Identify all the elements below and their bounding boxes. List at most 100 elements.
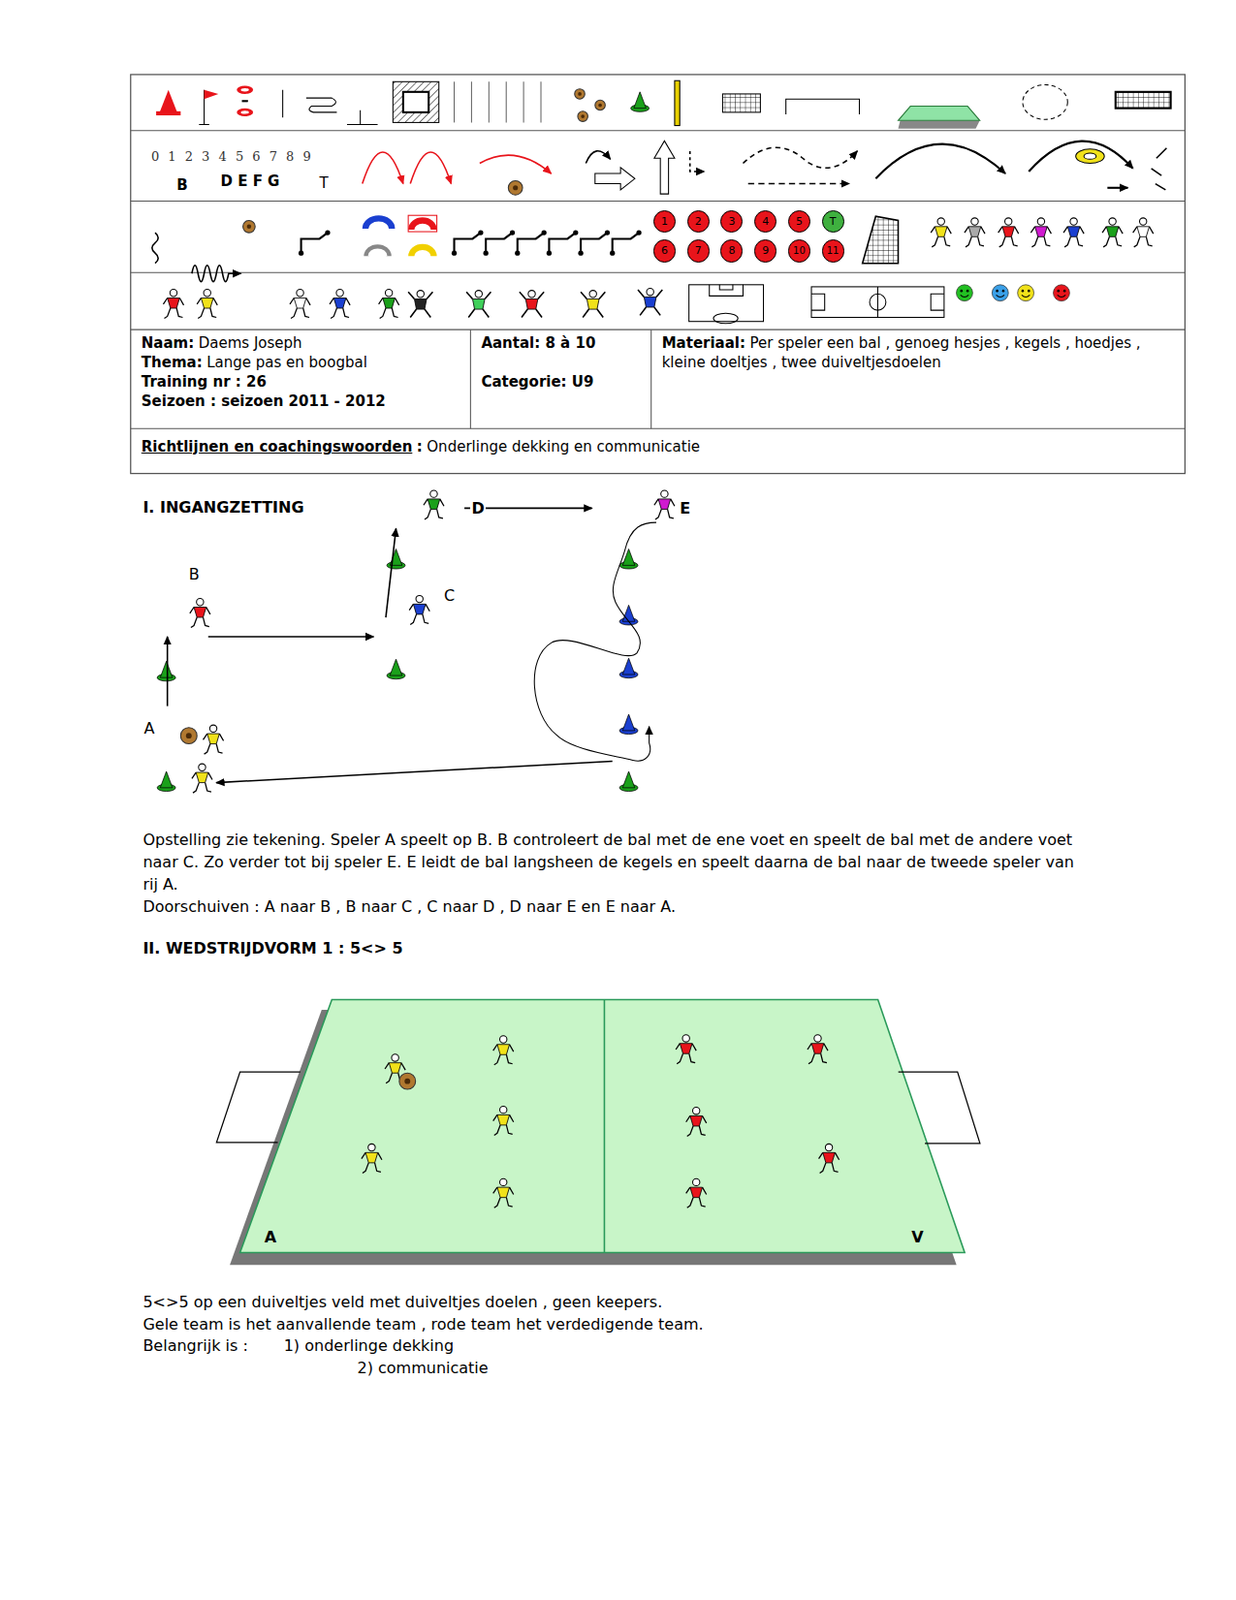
drawing-path [602, 1000, 605, 1254]
cell-text: Daems Joseph [198, 334, 303, 352]
drawing-path [934, 226, 948, 238]
drawing-path [362, 152, 404, 185]
player-figure [203, 725, 224, 755]
drawing-path [195, 772, 209, 784]
drawing-path [823, 1153, 836, 1165]
drawing-path [385, 528, 397, 618]
symbol-text: 0 1 2 3 4 5 6 7 8 9 [151, 149, 314, 164]
cone [159, 661, 173, 678]
drawing-circle [475, 290, 482, 298]
player-figure [492, 1107, 513, 1137]
player-figure [654, 490, 675, 520]
drawing-path [190, 607, 211, 629]
player-figure [998, 218, 1019, 248]
drawing-path [289, 297, 311, 318]
drawing-path [379, 297, 400, 318]
ring [1076, 149, 1105, 164]
drawing-path [960, 294, 969, 297]
cell-text: Naam: [141, 334, 194, 352]
ball-patch [598, 103, 603, 108]
cone [159, 771, 173, 789]
section-heading: II. WEDSTRIJDVORM 1 : 5<> 5 [142, 939, 403, 958]
drawing-circle [1109, 218, 1116, 225]
number-disc: 11 [822, 239, 845, 262]
table-rule [130, 200, 1186, 202]
table-rule [130, 272, 1186, 274]
player-figure [329, 289, 350, 319]
smiley [1063, 289, 1067, 293]
drawing-path [637, 289, 663, 316]
drawing-path [366, 247, 389, 256]
keeper-figure [580, 290, 605, 318]
hurdle-foot [541, 229, 547, 235]
ball-patch [577, 92, 582, 96]
disc-number: 9 [761, 244, 769, 257]
number-disc: 2 [687, 210, 710, 233]
number-disc: 5 [788, 210, 811, 233]
paragraph: Opstelling zie tekening. Speler A speelt… [142, 828, 1078, 896]
drawing-path [1106, 226, 1119, 238]
text-block: Opstelling zie tekening. Speler A speelt… [142, 828, 1078, 919]
smiley [1027, 289, 1031, 293]
player-figure [379, 289, 400, 319]
drawing-path [1102, 226, 1123, 248]
drawing-path [1028, 141, 1133, 172]
player-figure [964, 218, 985, 248]
drawing-path [423, 499, 444, 520]
ball-patch [580, 114, 585, 119]
smiley [991, 285, 1009, 302]
drawing-circle [1140, 218, 1147, 225]
drawing-circle [824, 1144, 832, 1152]
smiley [1017, 285, 1035, 302]
flag [204, 90, 220, 99]
player-figure [1133, 218, 1154, 248]
symbol-row: 0 1 2 3 4 5 6 7 8 9BD E F GT [130, 130, 1186, 202]
player-figure [492, 1036, 513, 1066]
info-cell: Richtlijnen en coachingswoorden:Onderlin… [130, 428, 1186, 474]
cone [622, 658, 635, 675]
ball [574, 89, 586, 100]
drawing-path [1107, 187, 1128, 190]
hurdle-foot [609, 251, 615, 256]
paragraph: 5<>5 op een duiveltjes veld met duiveltj… [142, 1293, 663, 1312]
pole [674, 80, 680, 126]
drawing-path [191, 265, 242, 283]
drawing-path [1137, 226, 1150, 238]
cell-text: Richtlijnen en coachingswoorden [141, 438, 413, 456]
drawing-path [497, 1045, 510, 1056]
player-figure [492, 1179, 513, 1209]
hurdle-foot [509, 229, 515, 235]
drawing-path [807, 1044, 828, 1065]
drawing-circle [416, 290, 424, 298]
drawing-path [411, 220, 434, 229]
player-figure [196, 289, 218, 319]
drawing-circle [209, 725, 217, 732]
player-figure [818, 1144, 839, 1174]
plate-shadow [898, 120, 981, 128]
player-figure [162, 289, 184, 319]
number-disc: 9 [754, 239, 777, 262]
drawing-circle [692, 1108, 699, 1115]
drawing-circle [169, 289, 177, 297]
drawing-path [329, 297, 350, 318]
drawing-circle [203, 289, 211, 297]
player-figure [409, 595, 430, 625]
table-rule [130, 129, 1186, 131]
hurdle-foot [572, 229, 578, 235]
pitch-icon [869, 293, 887, 311]
drawing-path [166, 636, 169, 707]
hurdle-foot [635, 229, 641, 235]
hurdle-foot [577, 251, 583, 256]
dashed-circle [1022, 84, 1068, 120]
field-node: AV [209, 991, 987, 1266]
drawing-path [1057, 294, 1066, 297]
drawing-circle [589, 290, 597, 298]
smiley [960, 289, 964, 293]
number-disc: 8 [720, 239, 743, 262]
player-letter: D [470, 499, 485, 518]
drawing-path [897, 1073, 980, 1145]
ball-patch [404, 1078, 411, 1085]
drawing-path [930, 226, 951, 248]
drawing-circle [499, 1107, 507, 1114]
drawing-path [365, 218, 392, 229]
